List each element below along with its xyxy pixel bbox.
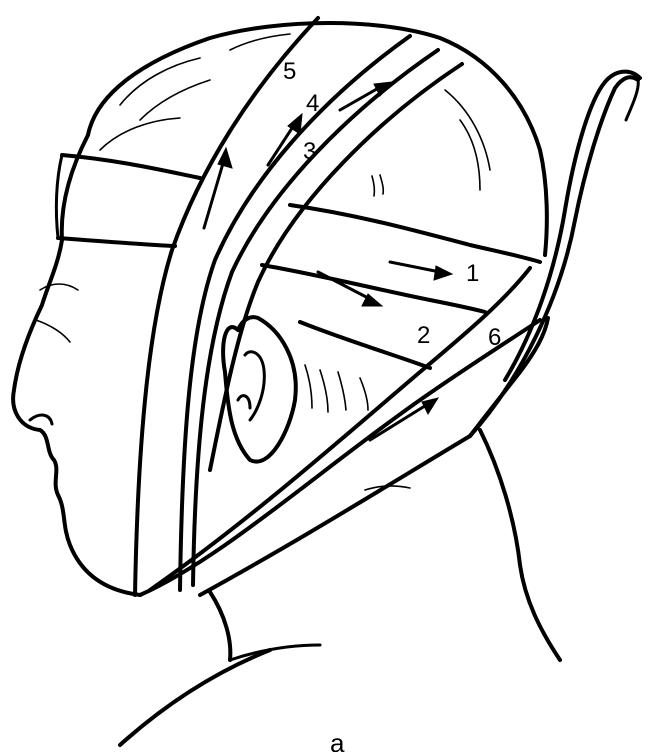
forehead-band-top (62, 155, 200, 178)
hair-stroke (230, 34, 290, 50)
hair-stroke (320, 370, 328, 412)
arrow-up-strip-5-head (218, 148, 232, 168)
collar-line (230, 645, 320, 660)
neck-front (210, 592, 230, 660)
arrow-band-1 (390, 262, 440, 272)
hair-stroke (140, 80, 210, 120)
free-end-tip (626, 80, 638, 120)
crown-strip-back (210, 64, 462, 470)
hair-stroke (445, 90, 490, 170)
hair-stroke (120, 58, 200, 105)
ear-outer (223, 317, 296, 461)
hair-stroke (380, 175, 383, 194)
hair-stroke (100, 118, 180, 150)
figure-caption: a (330, 730, 344, 752)
hair-stroke (36, 320, 70, 342)
forehead-band-bottom (58, 238, 175, 246)
back-band-top (290, 205, 540, 262)
face-profile (13, 135, 140, 595)
hair-stroke (338, 372, 346, 410)
crown-strip-front (135, 18, 318, 595)
back-band-low (300, 322, 430, 368)
shoulder-line (120, 650, 270, 745)
label-3: 3 (303, 140, 316, 164)
label-4: 4 (306, 92, 319, 116)
arrow-band-1-head (434, 266, 452, 280)
hair-stroke (360, 378, 368, 410)
arrow-chin-strap-head (422, 398, 438, 414)
hair-stroke (305, 365, 312, 408)
label-2: 2 (417, 324, 430, 348)
label-5: 5 (283, 60, 296, 84)
hair-stroke (372, 176, 374, 196)
nostril (30, 415, 52, 424)
label-1: 1 (466, 262, 479, 286)
direction-arrows (204, 82, 452, 440)
neck-strap-left (200, 436, 470, 595)
label-6: 6 (488, 326, 501, 350)
crown-strip-edge-a (180, 36, 410, 590)
skull-outline (88, 23, 547, 255)
ear-canal (238, 396, 250, 408)
neck-back (480, 430, 560, 660)
ear-inner (245, 352, 264, 420)
